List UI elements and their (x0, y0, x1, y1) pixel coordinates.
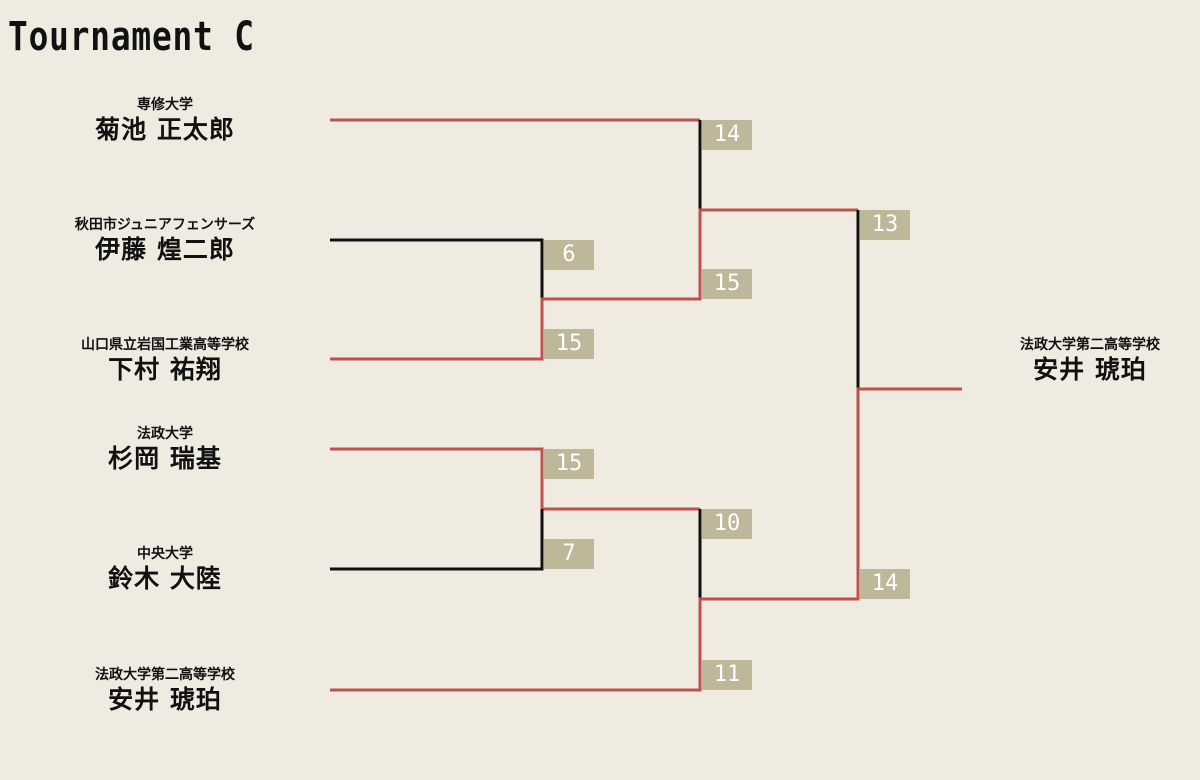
score-box: 13 (860, 210, 910, 240)
player-entry-5: 中央大学 鈴木 大陸 (35, 545, 295, 595)
champion-entry: 法政大学第二高等学校 安井 琥珀 (960, 336, 1200, 386)
score-box: 14 (702, 120, 752, 150)
player-entry-6: 法政大学第二高等学校 安井 琥珀 (35, 666, 295, 716)
score-box: 15 (544, 449, 594, 479)
player-name: 杉岡 瑞基 (108, 444, 222, 473)
score-box: 11 (702, 660, 752, 690)
player-team: 山口県立岩国工業高等学校 (81, 337, 249, 353)
player-entry-4: 法政大学 杉岡 瑞基 (35, 425, 295, 475)
bracket-line-shimomura (330, 208, 858, 361)
player-entry-1: 専修大学 菊池 正太郎 (35, 96, 295, 146)
score-box: 15 (544, 329, 594, 359)
score-box: 15 (702, 269, 752, 299)
player-entry-2: 秋田市ジュニアフェンサーズ 伊藤 煌二郎 (35, 216, 295, 266)
player-team: 専修大学 (137, 97, 193, 113)
score-box: 10 (702, 509, 752, 539)
bracket-line-yasui (330, 387, 962, 692)
player-team: 秋田市ジュニアフェンサーズ (74, 217, 256, 233)
player-entry-3: 山口県立岩国工業高等学校 下村 祐翔 (35, 336, 295, 386)
player-team: 法政大学第二高等学校 (95, 667, 235, 683)
player-name: 伊藤 煌二郎 (95, 235, 235, 264)
champion-name: 安井 琥珀 (1033, 355, 1147, 384)
player-name: 下村 祐翔 (108, 355, 222, 384)
player-name: 鈴木 大陸 (108, 564, 222, 593)
bracket-line-ito (330, 238, 544, 299)
score-box: 7 (544, 539, 594, 569)
player-name: 菊池 正太郎 (95, 115, 235, 144)
champion-team: 法政大学第二高等学校 (1020, 337, 1160, 353)
score-box: 14 (860, 569, 910, 599)
bracket-line-suzuki (330, 509, 544, 571)
bracket-line-sugioka (330, 447, 700, 511)
player-team: 法政大学 (137, 426, 193, 442)
page-title: Tournament C (8, 14, 255, 60)
score-box: 6 (544, 240, 594, 270)
player-team: 中央大学 (137, 546, 193, 562)
player-name: 安井 琥珀 (108, 685, 222, 714)
